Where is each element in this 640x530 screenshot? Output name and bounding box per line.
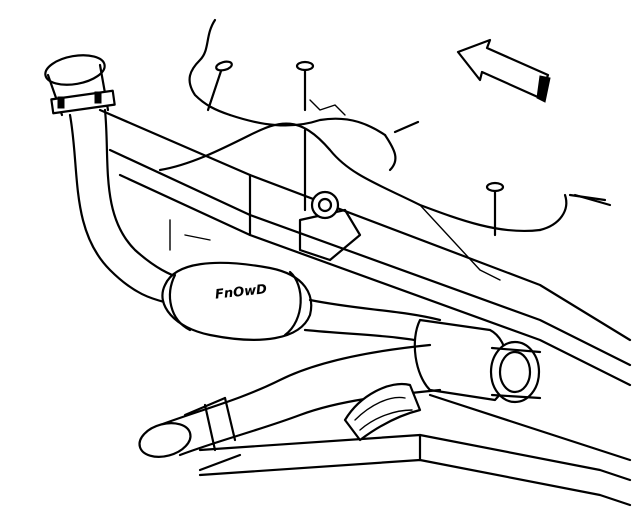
bolt-far-right: [573, 193, 612, 207]
wiring-harness: [158, 18, 607, 281]
lower-frame-rail: [198, 393, 632, 507]
catalytic-converter: FnOwD: [161, 261, 313, 341]
small-screw: [393, 120, 420, 134]
converter-label: FnOwD: [214, 282, 267, 302]
front-exhaust-pipe: [44, 54, 187, 307]
bolt-upper-left: [206, 60, 233, 112]
bolts: [206, 60, 612, 237]
frame-rail: [98, 108, 632, 387]
muffler: [413, 318, 542, 404]
bolt-upper-center: [295, 60, 315, 112]
direction-arrow-icon: [456, 38, 551, 103]
hanger-bracket: [343, 382, 422, 442]
bolt-right: [485, 181, 505, 237]
